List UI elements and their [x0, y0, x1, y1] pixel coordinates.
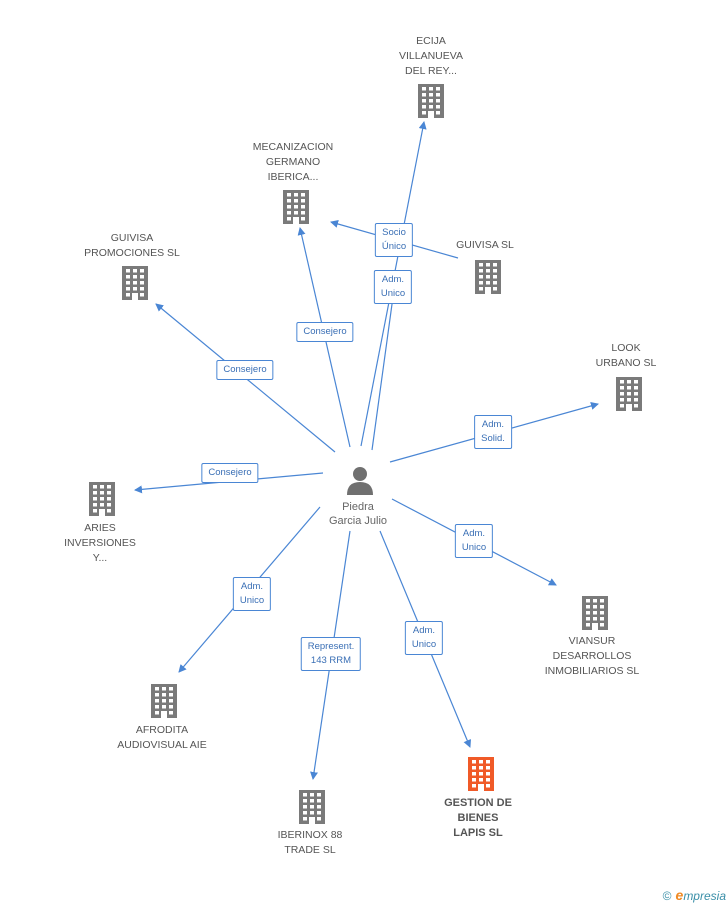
building-icon[interactable]	[281, 190, 311, 224]
edge-role-label[interactable]: Consejero	[216, 360, 274, 380]
building-icon[interactable]	[416, 84, 446, 118]
building-icon[interactable]	[87, 482, 117, 516]
company-label-ecija[interactable]: ECIJA VILLANUEVA DEL REY...	[399, 35, 463, 77]
edge-role-label[interactable]: Represent. 143 RRM	[300, 637, 362, 671]
company-label-guivisa-promociones[interactable]: GUIVISA PROMOCIONES SL	[84, 232, 180, 259]
building-icon[interactable]	[473, 260, 503, 294]
brand-logo-initial: e	[675, 887, 684, 903]
edge-role-label[interactable]: Adm. Unico	[232, 577, 272, 611]
company-label-aries[interactable]: ARIES INVERSIONES Y...	[64, 522, 136, 564]
building-icon[interactable]	[614, 377, 644, 411]
copyright-icon: ©	[662, 889, 672, 903]
person-icon[interactable]	[345, 465, 375, 495]
brand-logo-text: mpresia	[683, 889, 726, 903]
relation-edge	[371, 274, 400, 451]
brand-footer: ©empresia	[663, 887, 726, 903]
company-label-viansur[interactable]: VIANSUR DESARROLLOS INMOBILIARIOS SL	[544, 635, 640, 677]
edge-role-label[interactable]: Adm. Unico	[454, 524, 494, 558]
center-person-label[interactable]: Piedra Garcia Julio	[328, 501, 388, 527]
company-label-gestion[interactable]: GESTION DE BIENES LAPIS SL	[444, 797, 512, 839]
company-label-iberinox[interactable]: IBERINOX 88 TRADE SL	[277, 829, 343, 856]
building-icon[interactable]	[297, 790, 327, 824]
building-icon[interactable]	[120, 266, 150, 300]
building-icon[interactable]	[466, 757, 496, 791]
company-label-mecanizacion[interactable]: MECANIZACION GERMANO IBERICA...	[252, 141, 334, 183]
building-icon[interactable]	[580, 596, 610, 630]
building-icon[interactable]	[149, 684, 179, 718]
company-label-look-urbano[interactable]: LOOK URBANO SL	[595, 342, 657, 369]
edge-role-label[interactable]: Consejero	[296, 322, 354, 342]
company-label-afrodita[interactable]: AFRODITA AUDIOVISUAL AIE	[117, 724, 207, 751]
edge-role-label[interactable]: Consejero	[201, 463, 259, 483]
edge-role-label[interactable]: Socio Único	[374, 223, 414, 257]
edge-role-label[interactable]: Adm. Unico	[404, 621, 444, 655]
company-label-guivisa[interactable]: GUIVISA SL	[456, 239, 514, 251]
edge-role-label[interactable]: Adm. Solid.	[474, 415, 512, 449]
edge-role-label[interactable]: Adm. Unico	[373, 270, 413, 304]
